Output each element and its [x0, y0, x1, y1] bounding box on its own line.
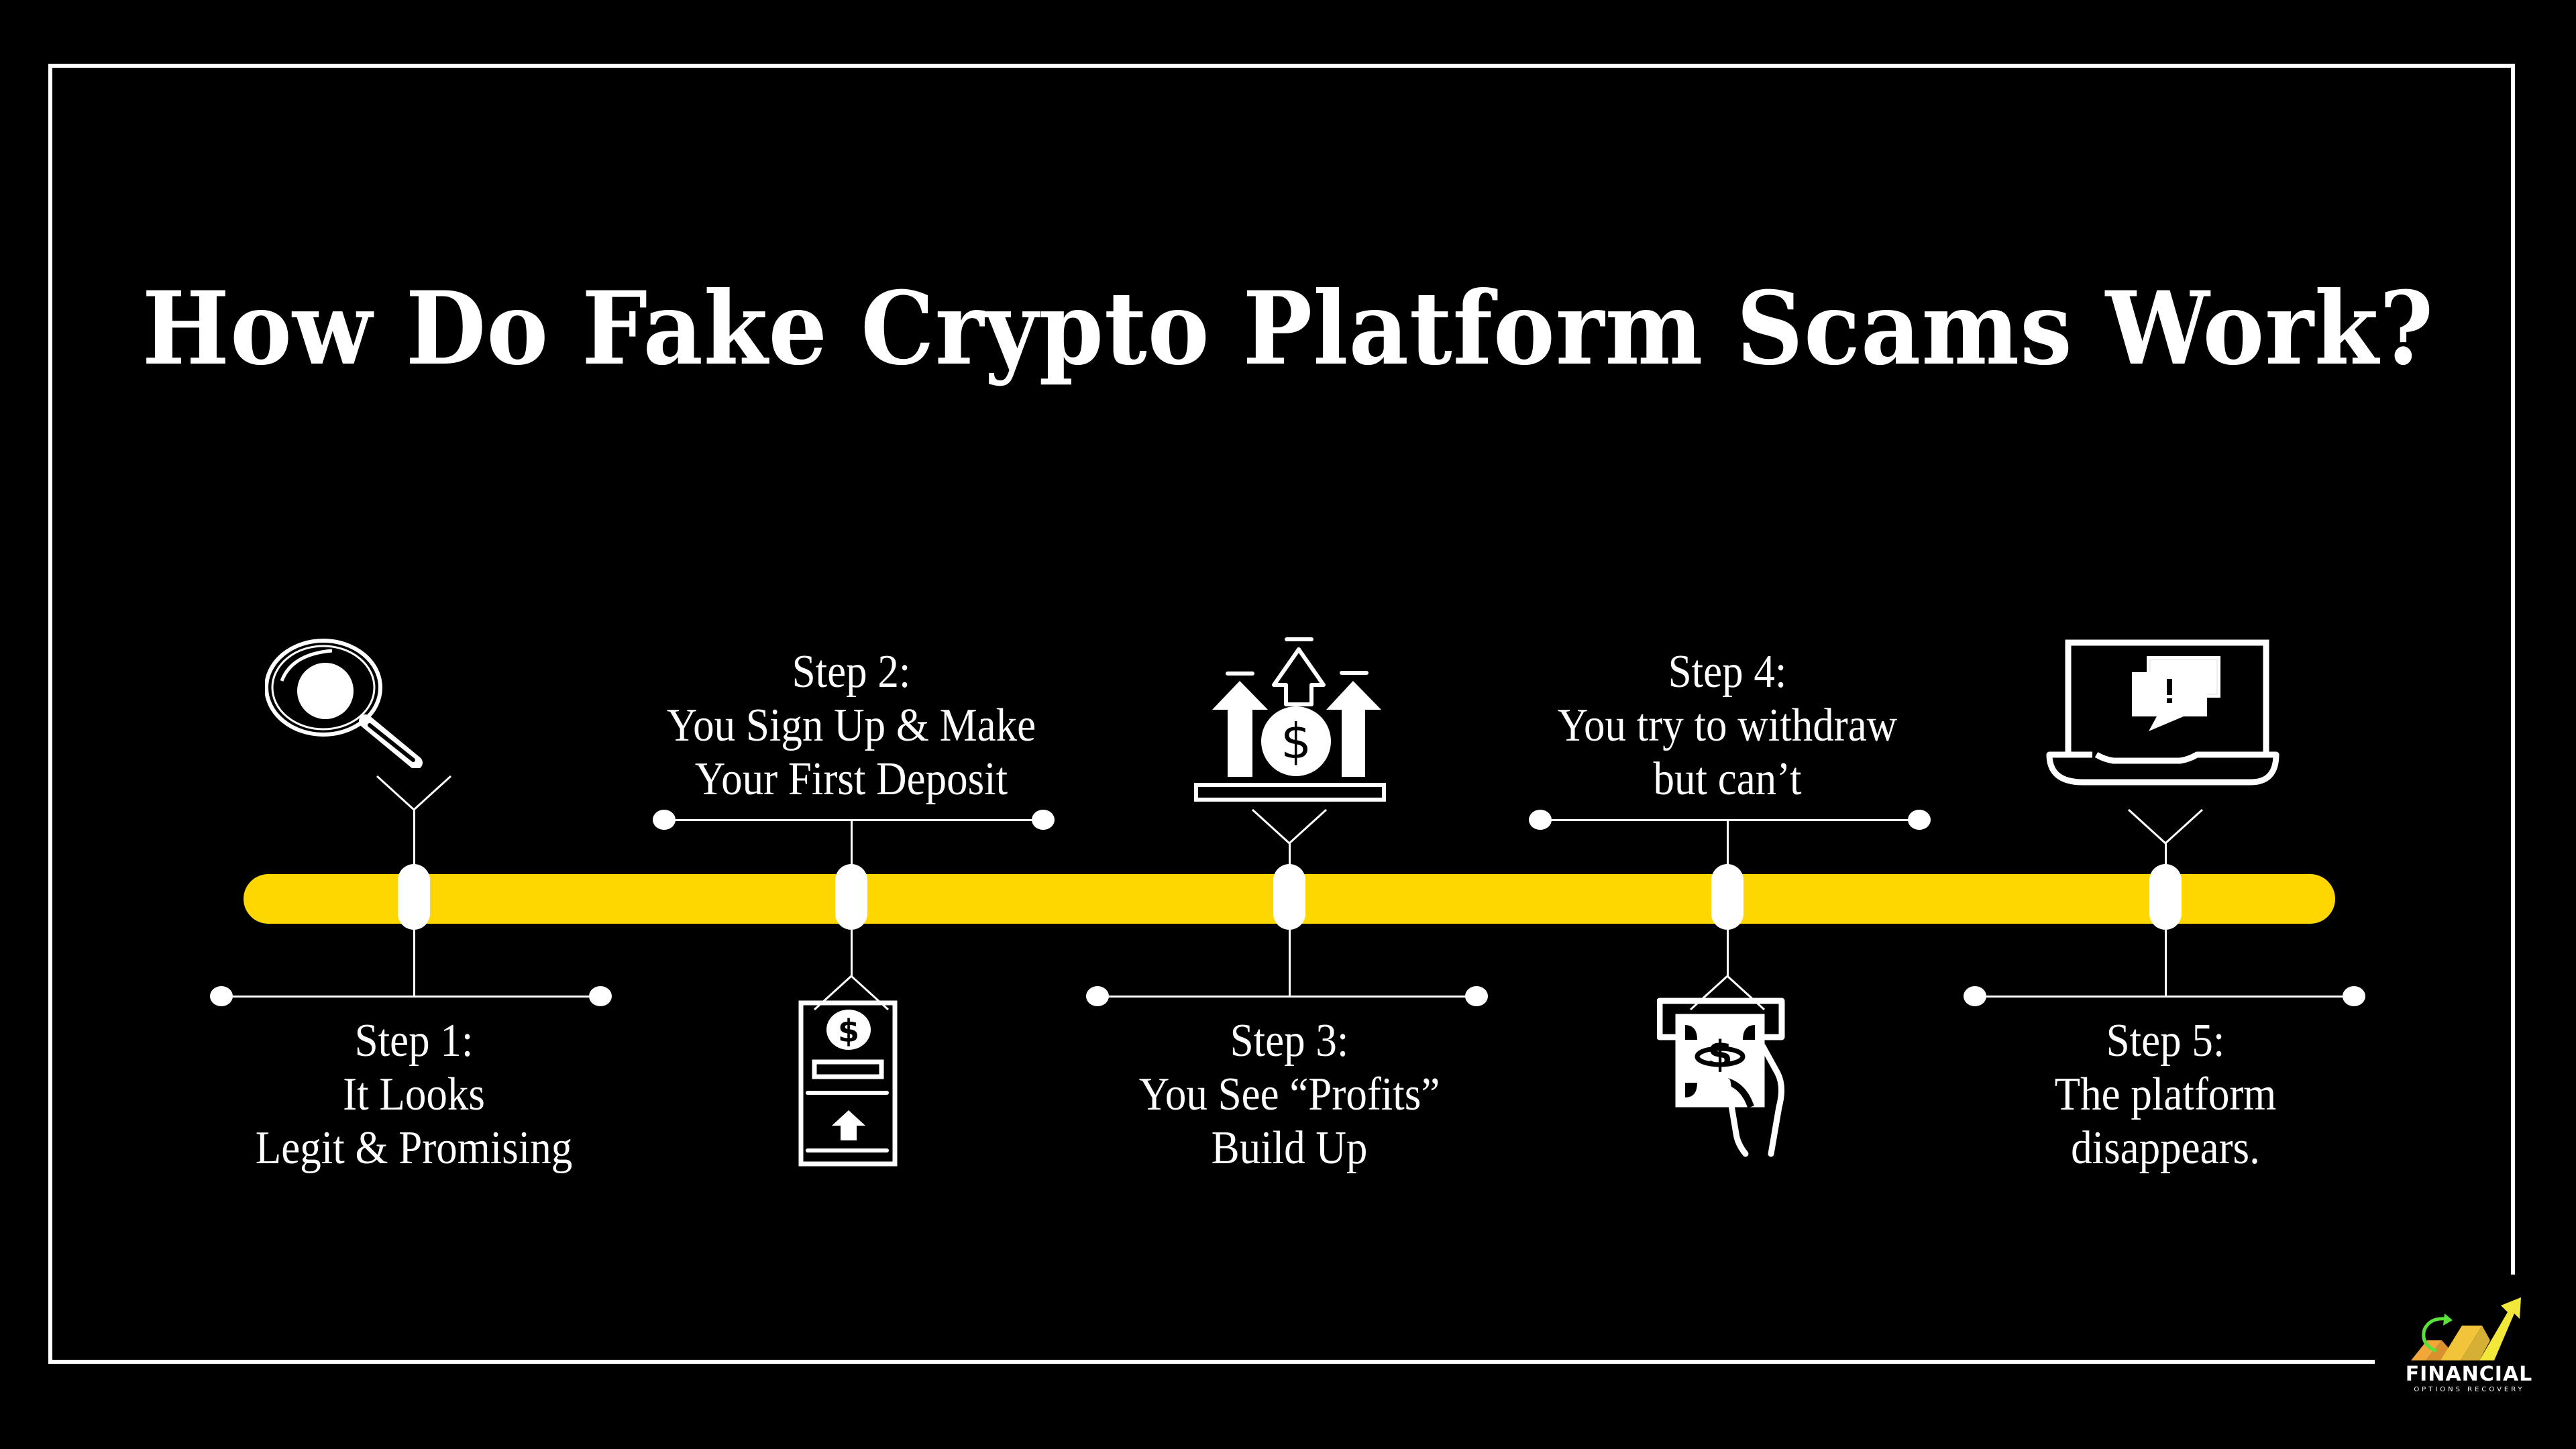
atm-withdraw-cash-icon: $ [1657, 998, 1785, 1157]
timeline-node [835, 864, 867, 930]
connector-line [1727, 930, 1729, 977]
step-line: Legit & Promising [255, 1122, 573, 1174]
logo-tagline: OPTIONS RECOVERY [2414, 1386, 2525, 1393]
timeline-node [2149, 864, 2182, 930]
step-line: Your First Deposit [694, 753, 1008, 805]
connector-dot [1908, 810, 1931, 830]
step-line: It Looks [343, 1069, 485, 1120]
connector-bar [221, 996, 601, 998]
timeline-node [398, 864, 430, 930]
step-line: but can’t [1653, 753, 1802, 805]
connector-fork [2127, 808, 2204, 845]
connector-dot [1086, 986, 1109, 1006]
magnifying-glass-icon [265, 639, 423, 768]
connector-line [413, 808, 415, 865]
step-description: Step 2: You Sign Up & Make Your First De… [640, 645, 1063, 806]
svg-text:$: $ [1281, 713, 1311, 769]
connector-bar [664, 819, 1044, 821]
frame-border-bottom [48, 1360, 2375, 1364]
frame-border-top [48, 64, 2515, 68]
step-label: Step 2: [792, 646, 911, 698]
frame-border-right [2511, 64, 2515, 1275]
connector-fork [1251, 808, 1328, 845]
connector-dot [1529, 810, 1552, 830]
step-line: disappears. [2071, 1122, 2260, 1174]
connector-line [1289, 842, 1291, 865]
connector-dot [589, 986, 612, 1006]
timeline-node [1273, 864, 1305, 930]
connector-line [413, 930, 415, 997]
frame-border-left [48, 64, 52, 1364]
connector-line [2165, 930, 2167, 997]
connector-line [851, 820, 853, 865]
connector-bar [1975, 996, 2355, 998]
connector-line [851, 930, 853, 977]
timeline-node [1711, 864, 1743, 930]
logo-wordmark: FINANCIAL [2405, 1362, 2533, 1386]
step-label: Step 4: [1668, 646, 1787, 698]
connector-line [1289, 930, 1291, 997]
connector-bar [1540, 819, 1920, 821]
connector-dot [653, 810, 676, 830]
step-line: Build Up [1211, 1122, 1368, 1174]
step-description: Step 5: The platform disappears. [1954, 1014, 2377, 1175]
connector-bar [1097, 996, 1477, 998]
connector-line [2165, 842, 2167, 865]
step-line: You See “Profits” [1138, 1069, 1440, 1120]
step-description: Step 3: You See “Profits” Build Up [1078, 1014, 1501, 1175]
brand-logo: FINANCIAL OPTIONS RECOVERY [2388, 1281, 2549, 1402]
step-line: You try to withdraw [1557, 700, 1898, 751]
step-description: Step 4: You try to withdraw but can’t [1516, 645, 1939, 806]
profit-arrows-dollar-icon: $ [1194, 637, 1386, 802]
step-label: Step 5: [2106, 1015, 2225, 1067]
connector-dot [1032, 810, 1055, 830]
step-description: Step 1: It Looks Legit & Promising [203, 1014, 625, 1175]
laptop-alert-message-icon [2046, 639, 2279, 786]
growth-arrow-logo-icon [2411, 1297, 2521, 1360]
connector-dot [1465, 986, 1488, 1006]
step-line: The platform [2054, 1069, 2277, 1120]
svg-text:$: $ [1707, 1033, 1733, 1075]
connector-dot [1964, 986, 1986, 1006]
step-label: Step 1: [354, 1015, 474, 1067]
step-line: You Sign Up & Make [666, 700, 1036, 751]
connector-fork [1689, 975, 1766, 1011]
connector-dot [210, 986, 233, 1006]
connector-line [1727, 820, 1729, 865]
page-title: How Do Fake Crypto Platform Scams Work? [142, 270, 2434, 388]
svg-text:$: $ [838, 1013, 859, 1049]
connector-fork [376, 775, 452, 811]
connector-dot [2343, 986, 2365, 1006]
deposit-phone-icon: $ [798, 1000, 898, 1167]
step-label: Step 3: [1230, 1015, 1349, 1067]
